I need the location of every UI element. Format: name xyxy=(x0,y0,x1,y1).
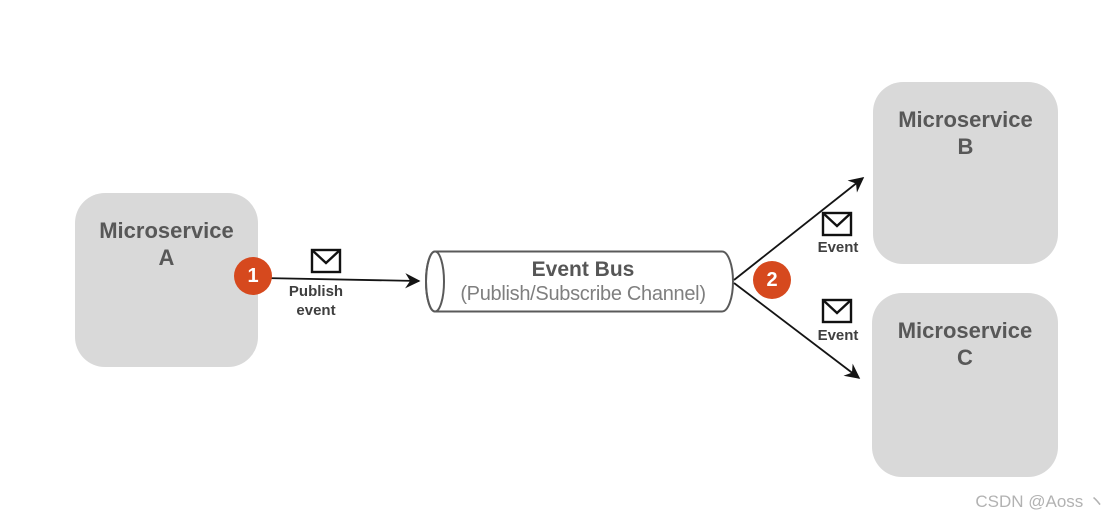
publish-label-line1: Publish xyxy=(288,283,344,300)
step-badge-1: 1 xyxy=(234,257,272,295)
step-badge-2: 2 xyxy=(753,261,791,299)
node-microservice-c: Microservice C xyxy=(872,293,1058,477)
envelope-icon xyxy=(821,298,853,324)
node-label: Microservice xyxy=(897,318,1033,343)
event-bus-cylinder xyxy=(425,250,734,313)
publish-event-label: Publish event xyxy=(270,282,362,320)
csdn-watermark: CSDN @Aoss ヽ xyxy=(975,492,1105,511)
node-label: B xyxy=(957,134,974,159)
node-microservice-a: Microservice A xyxy=(75,193,258,367)
event-bus-subtitle: (Publish/Subscribe Channel) xyxy=(460,282,706,305)
envelope-icon xyxy=(310,248,342,274)
arrow-to-service-c xyxy=(733,282,861,379)
envelope-icon xyxy=(821,211,853,237)
publish-label-line2: event xyxy=(296,302,336,319)
event-bus-label: Event Bus (Publish/Subscribe Channel) xyxy=(437,251,729,312)
node-microservice-b: Microservice B xyxy=(873,82,1058,264)
event-label-b: Event xyxy=(817,239,859,256)
arrow-to-service-b xyxy=(733,177,865,281)
node-label: A xyxy=(158,245,175,270)
event-bus-title: Event Bus xyxy=(531,257,635,281)
node-label: Microservice xyxy=(898,107,1033,132)
node-label: Microservice xyxy=(99,218,234,243)
arrow-publish xyxy=(261,273,421,289)
node-label: C xyxy=(957,345,973,370)
event-label-c: Event xyxy=(817,327,859,344)
cylinder-rim xyxy=(425,250,445,313)
